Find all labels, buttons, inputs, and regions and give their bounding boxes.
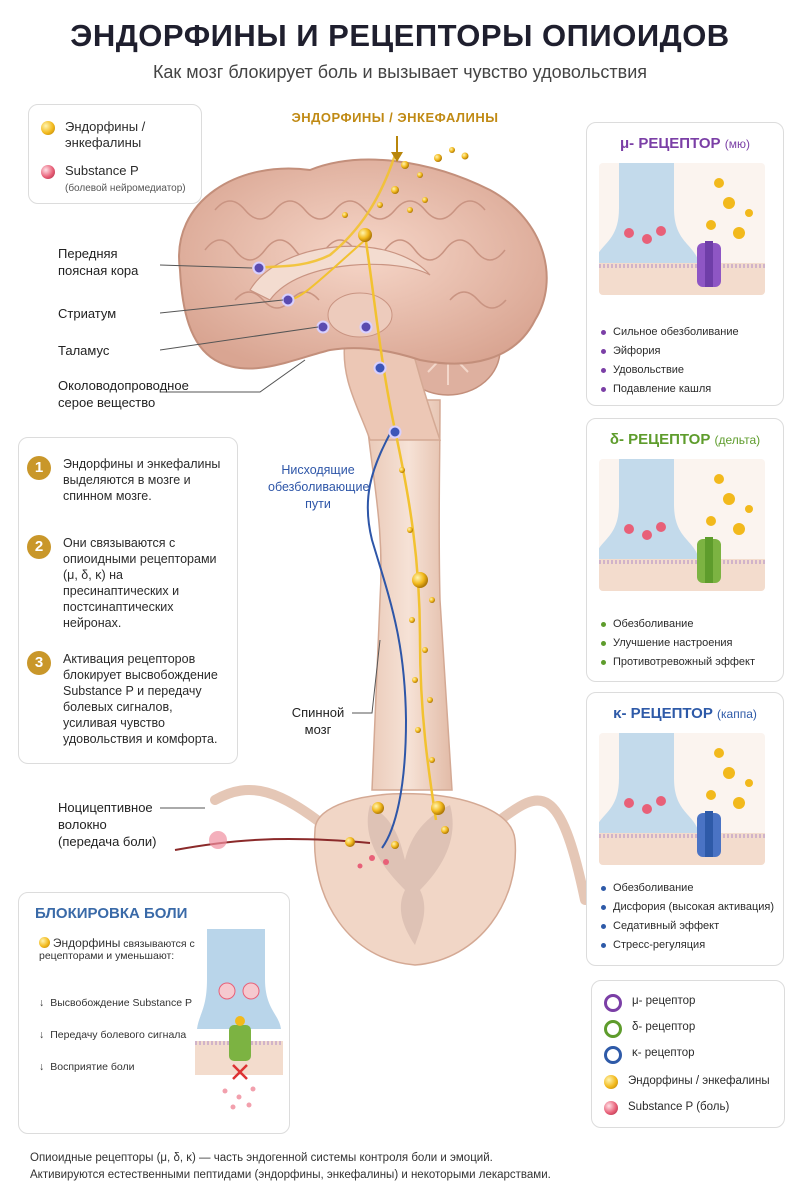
pain-block-item: ↓Восприятие боли bbox=[39, 1061, 135, 1073]
footer-line-2: Активируются естественными пептидами (эн… bbox=[30, 1169, 551, 1181]
footer-note: Опиоидные рецепторы (μ, δ, κ) — часть эн… bbox=[30, 1150, 770, 1184]
mu-effect-item: Подавление кашля bbox=[601, 380, 739, 399]
legend-delta: δ- рецептор bbox=[604, 1019, 695, 1038]
brain-spinal-illustration bbox=[160, 136, 590, 966]
receptor-legend: μ- рецептор δ- рецептор κ- рецептор Эндо… bbox=[591, 980, 785, 1128]
pain-block-item: ↓Высвобождение Substance P bbox=[39, 997, 193, 1009]
brainstem-shape bbox=[343, 339, 442, 441]
step-text: Активация рецепторов блокирует высвобожд… bbox=[63, 652, 218, 746]
endorphins-arrow-label: ЭНДОРФИНЫ / ЭНКЕФАЛИНЫ bbox=[291, 110, 499, 125]
step-1: 1 Эндорфины и энкефалины выделяются в мо… bbox=[27, 456, 227, 504]
kappa-effect-item: Обезболивание bbox=[601, 879, 774, 898]
pain-block-intro: Эндорфины связываются с рецепторами и ум… bbox=[39, 936, 195, 962]
delta-receptor-card: δ- РЕЦЕПТОР (дельта) Обезболивание Улучш… bbox=[586, 418, 784, 682]
label-descending-pathways: Нисходящие обезболивающие пути bbox=[268, 463, 370, 511]
step-text: Они связываются с опиоидными рецепторами… bbox=[63, 536, 217, 630]
mu-ring-icon bbox=[604, 994, 622, 1012]
kappa-receptor-card: κ- РЕЦЕПТОР (каппа) Обезболивание Дисфор… bbox=[586, 692, 784, 966]
down-arrow-icon: ↓ bbox=[39, 1029, 45, 1041]
legend-substance-p-note: (болевой нейромедиатор) bbox=[65, 183, 186, 194]
legend-substance-p: Substance P (болевой нейромедиатор) bbox=[41, 163, 186, 197]
mu-effects-list: Сильное обезболивание Эйфория Удовольств… bbox=[601, 323, 739, 399]
label-thalamus: Таламус bbox=[58, 343, 110, 358]
delta-synapse-illustration bbox=[599, 459, 765, 591]
label-periaqueductal-gray: Околоводопроводное серое вещество bbox=[58, 378, 189, 410]
step-number-badge: 3 bbox=[27, 651, 51, 675]
kappa-effect-item: Стресс-регуляция bbox=[601, 936, 774, 955]
kappa-effect-item: Дисфория (высокая активация) bbox=[601, 898, 774, 917]
down-arrow-icon: ↓ bbox=[39, 997, 45, 1009]
endorphin-dot-icon bbox=[41, 121, 55, 135]
top-legend: Эндорфины / энкефалины Substance P (боле… bbox=[28, 104, 202, 204]
footer-line-1: Опиоидные рецепторы (μ, δ, κ) — часть эн… bbox=[30, 1152, 493, 1164]
step-2: 2 Они связываются с опиоидными рецептора… bbox=[27, 535, 227, 631]
label-spinal-cord: Спинной мозг bbox=[291, 705, 345, 737]
kappa-effect-item: Седативный эффект bbox=[601, 917, 774, 936]
delta-effect-item: Обезболивание bbox=[601, 615, 755, 634]
label-striatum: Стриатум bbox=[58, 306, 117, 321]
kappa-synapse-illustration bbox=[599, 733, 765, 865]
page-title: ЭНДОРФИНЫ И РЕЦЕПТОРЫ ОПИОИДОВ bbox=[70, 18, 730, 53]
kappa-receptor-title: κ- РЕЦЕПТОР (каппа) bbox=[613, 705, 757, 722]
pain-block-synapse-illustration bbox=[195, 929, 283, 1110]
mu-effect-item: Удовольствие bbox=[601, 361, 739, 380]
kappa-effects-list: Обезболивание Дисфория (высокая активаци… bbox=[601, 879, 774, 955]
pain-block-title: БЛОКИРОВКА БОЛИ bbox=[35, 905, 188, 922]
steps-card: 1 Эндорфины и энкефалины выделяются в мо… bbox=[18, 437, 238, 764]
legend-endorphins-label: Эндорфины / энкефалины bbox=[65, 119, 146, 150]
legend-substance-p-bottom: Substance P (боль) bbox=[604, 1099, 729, 1115]
delta-receptor-title: δ- РЕЦЕПТОР (дельта) bbox=[609, 431, 761, 448]
delta-effect-item: Улучшение настроения bbox=[601, 634, 755, 653]
legend-endorphins: Эндорфины / энкефалины bbox=[41, 119, 185, 151]
legend-endorphins-bottom: Эндорфины / энкефалины bbox=[604, 1073, 770, 1089]
endorphin-dot-icon bbox=[604, 1075, 618, 1089]
step-number-badge: 2 bbox=[27, 535, 51, 559]
delta-ring-icon bbox=[604, 1020, 622, 1038]
kappa-ring-icon bbox=[604, 1046, 622, 1064]
mu-receptor-card: μ- РЕЦЕПТОР (мю) Сильное обезболивание Э… bbox=[586, 122, 784, 406]
spinal-cord-shape bbox=[364, 399, 453, 791]
down-arrow-icon: ↓ bbox=[39, 1061, 45, 1073]
delta-effect-item: Противотревожный эффект bbox=[601, 653, 755, 672]
legend-mu: μ- рецептор bbox=[604, 993, 695, 1012]
legend-kappa: κ- рецептор bbox=[604, 1045, 695, 1064]
page-subtitle: Как мозг блокирует боль и вызывает чувст… bbox=[152, 62, 648, 82]
step-text: Эндорфины и энкефалины выделяются в мозг… bbox=[63, 457, 221, 503]
endorphin-dot-icon bbox=[39, 937, 50, 948]
label-nociceptive-fiber: Ноцицептивное волокно (передача боли) bbox=[58, 800, 157, 849]
mu-receptor-title: μ- РЕЦЕПТОР (мю) bbox=[620, 135, 750, 152]
mu-synapse-illustration bbox=[599, 163, 765, 295]
mu-effect-item: Сильное обезболивание bbox=[601, 323, 739, 342]
delta-effects-list: Обезболивание Улучшение настроения Проти… bbox=[601, 615, 755, 672]
label-anterior-cingulate: Передняя поясная кора bbox=[58, 246, 139, 278]
substance-p-dot-icon bbox=[604, 1101, 618, 1115]
step-3: 3 Активация рецепторов блокирует высвобо… bbox=[27, 651, 227, 747]
legend-substance-p-label: Substance P bbox=[65, 163, 139, 178]
pain-block-item: ↓Передачу болевого сигнала bbox=[39, 1029, 187, 1041]
step-number-badge: 1 bbox=[27, 456, 51, 480]
mu-effect-item: Эйфория bbox=[601, 342, 739, 361]
pain-block-card: БЛОКИРОВКА БОЛИ Эндорфины связываются с … bbox=[18, 892, 290, 1134]
substance-p-dot-icon bbox=[41, 165, 55, 179]
